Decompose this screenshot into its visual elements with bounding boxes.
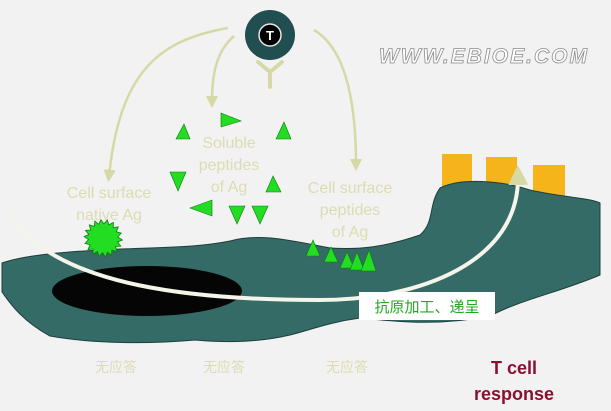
- watermark-text: WWW.EBIOE.COM: [379, 45, 589, 68]
- label-line: peptides: [320, 202, 381, 219]
- label-line: Soluble: [202, 135, 255, 152]
- no-response-labels: 无应答 无应答 无应答: [95, 359, 368, 375]
- peptide-triangle: [360, 249, 377, 272]
- t-cell-response-label: T cell response: [474, 358, 554, 404]
- arrow-to-surface-peptides: [313, 28, 363, 172]
- surface-peptides: [305, 239, 377, 272]
- t-cell-symbol: T: [266, 28, 274, 43]
- recognition-arrows: [103, 26, 363, 183]
- label-cell-surface-peptides: Cell surface peptides of Ag: [308, 180, 393, 241]
- peptide-triangle: [169, 171, 187, 192]
- label-line: of Ag: [332, 224, 368, 241]
- label-line: peptides: [199, 157, 260, 174]
- peptide-triangle: [175, 123, 191, 140]
- peptide-triangle: [305, 239, 321, 257]
- label-line: response: [474, 384, 554, 404]
- no-response-label: 无应答: [326, 359, 368, 375]
- processing-arrow: [10, 165, 529, 303]
- peptide-triangle: [251, 205, 269, 225]
- peptide-triangle: [275, 121, 292, 140]
- label-line: native Ag: [76, 207, 142, 224]
- peptide-triangle: [189, 199, 213, 217]
- soluble-peptides: [169, 112, 292, 225]
- processing-label-background: [359, 292, 495, 320]
- processing-label: 抗原加工、递呈: [374, 299, 479, 316]
- t-cell-nucleus: [258, 23, 282, 47]
- label-cell-surface-native: Cell surface native Ag: [67, 185, 152, 224]
- label-line: of Ag: [211, 179, 247, 196]
- arrow-to-soluble-peptides: [205, 35, 235, 109]
- label-line: T cell: [491, 358, 537, 378]
- label-line: Cell surface: [308, 180, 393, 197]
- native-antigen-starburst: [83, 218, 124, 258]
- peptide-triangle: [228, 205, 246, 225]
- label-line: Cell surface: [67, 185, 152, 202]
- peptide-triangle: [265, 175, 282, 193]
- no-response-label: 无应答: [203, 359, 245, 375]
- t-cell-receptor-icon: [256, 60, 284, 89]
- peptide-triangle: [339, 251, 355, 269]
- peptide-triangle: [323, 246, 339, 263]
- peptide-triangle: [220, 112, 242, 128]
- peptide-triangle: [349, 251, 365, 271]
- no-response-label: 无应答: [95, 359, 137, 375]
- arrow-to-native-ag: [103, 26, 229, 183]
- cell-nucleus: [52, 266, 242, 316]
- processing-label-box: 抗原加工、递呈: [359, 292, 495, 320]
- label-soluble-peptides: Soluble peptides of Ag: [199, 135, 260, 196]
- t-cell: T: [245, 10, 295, 89]
